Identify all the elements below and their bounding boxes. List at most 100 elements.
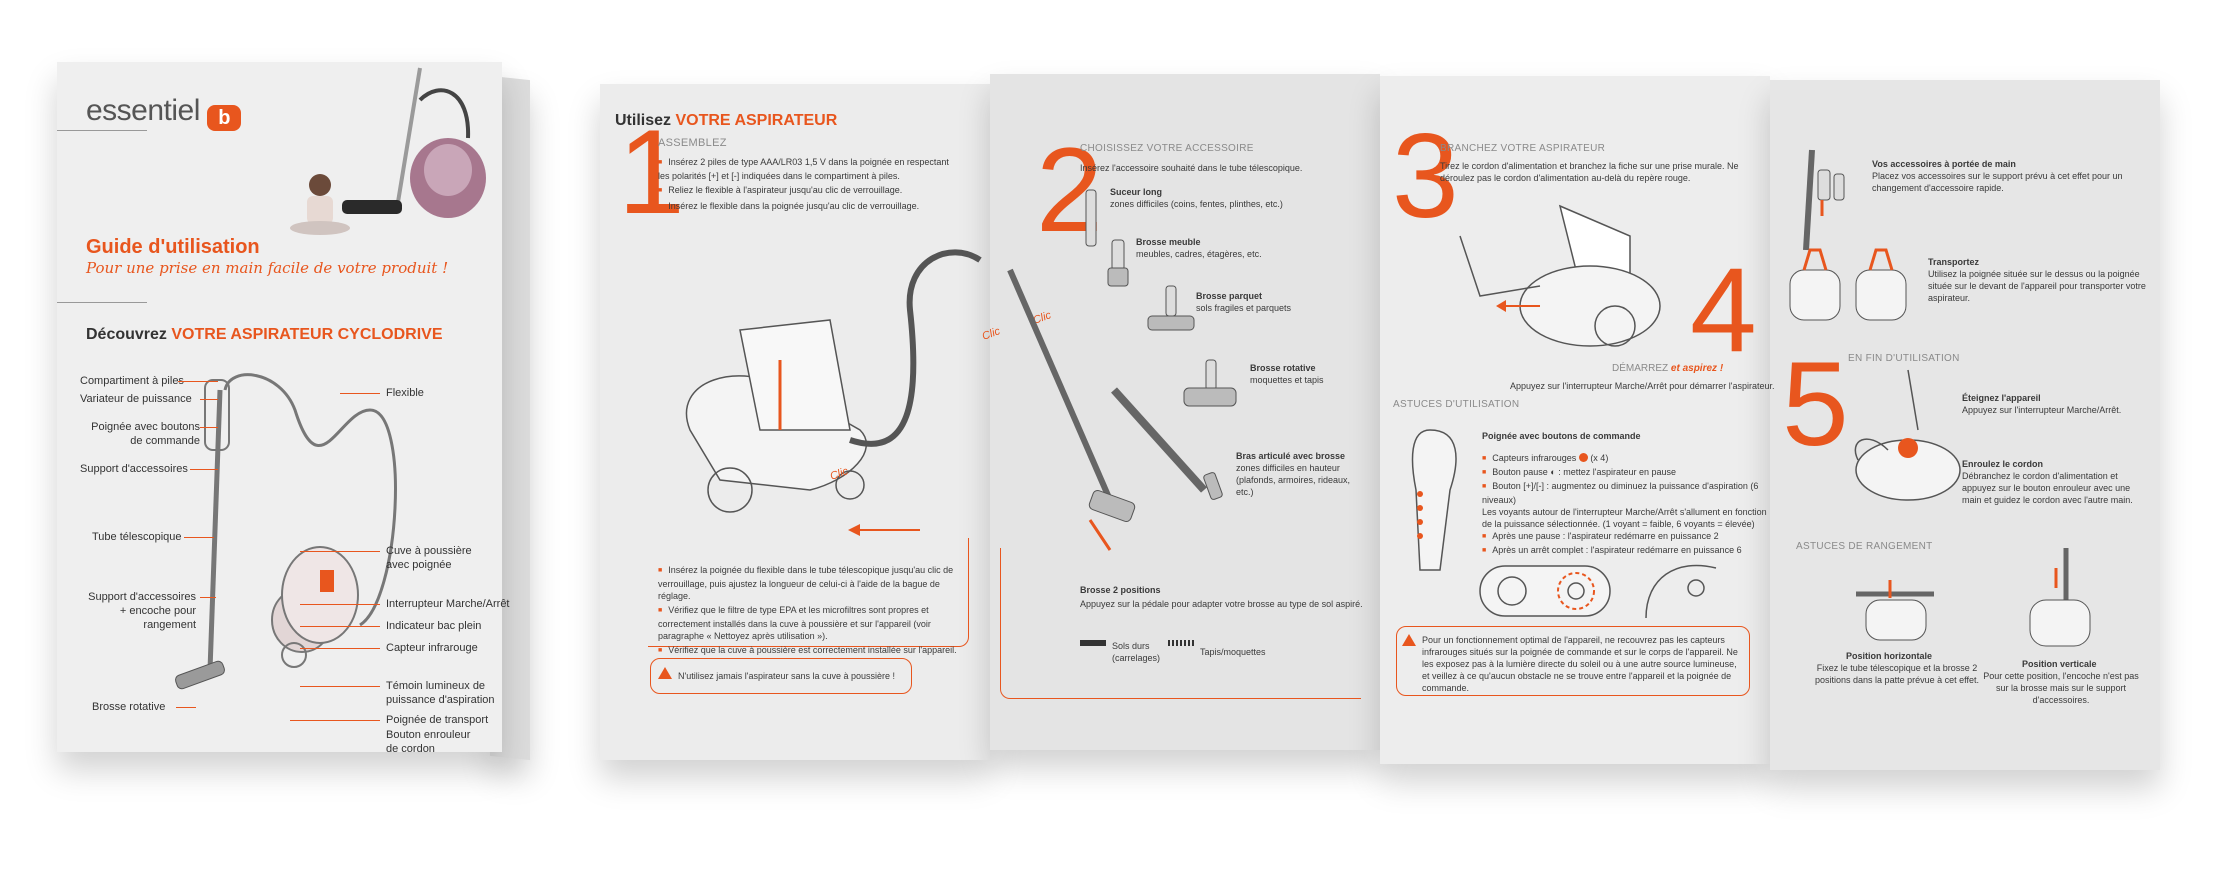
suceur-icon [1085, 189, 1097, 247]
step5-heading: EN FIN D'UTILISATION [1848, 353, 1960, 364]
label-temoin: Témoin lumineux de puissance d'aspiratio… [386, 680, 495, 706]
leader-transport [290, 720, 380, 721]
bouton-pm-item: Bouton [+]/[-] : augmentez ou diminuez l… [1482, 480, 1772, 506]
label-interrupteur: Interrupteur Marche/Arrêt [386, 598, 510, 610]
step3-heading: BRANCHEZ VOTRE ASPIRATEUR [1440, 143, 1606, 154]
meuble-desc: meubles, cadres, étagères, etc. [1136, 249, 1262, 259]
label-tube: Tube télescopique [92, 531, 182, 543]
pause-item: Bouton pause ◐ : mettez l'aspirateur en … [1482, 466, 1772, 480]
astuces-heading: ASTUCES D'UTILISATION [1393, 399, 1520, 410]
assembly-diagram [685, 249, 982, 536]
tapis-icon [1168, 640, 1194, 646]
parquet-title: Brosse parquet [1196, 291, 1263, 301]
warning-icon [658, 667, 672, 679]
step1-heading: ASSEMBLEZ [658, 137, 727, 149]
brosse-meuble-icon [1107, 239, 1129, 287]
page-title: Utilisez VOTRE ASPIRATEUR [615, 112, 838, 129]
leader-compartiment [178, 381, 218, 382]
suceur-desc: zones difficiles (coins, fentes, plinthe… [1110, 199, 1283, 209]
label-capteur: Capteur infrarouge [386, 642, 478, 654]
leader-tube [184, 537, 214, 538]
poignee-title: Poignée avec boutons de commande [1482, 431, 1641, 441]
guide-subtitle: Pour une prise en main facile de votre p… [86, 259, 449, 277]
step1-bullets: Insérez 2 piles de type AAA/LR03 1,5 V d… [658, 156, 958, 214]
step1b-bullet: Vérifiez que la cuve à poussière est cor… [658, 644, 958, 658]
switch-off-diagram [1854, 369, 1961, 501]
rotative-title: Brosse rotative [1250, 363, 1316, 373]
leader-indicateur [300, 626, 380, 627]
brosse2-desc: Appuyez sur la pédale pour adapter votre… [1080, 599, 1363, 609]
rangement-heading: ASTUCES DE RANGEMENT [1796, 541, 1933, 552]
voyants-text: Les voyants autour de l'interrupteur Mar… [1482, 507, 1767, 529]
vert-desc: Pour cette position, l'encoche n'est pas… [1983, 671, 2139, 705]
label-support: Support d'accessoires [80, 463, 188, 475]
transport-diagram [1789, 248, 1907, 321]
page-branchez [1380, 76, 1770, 764]
eteignez-title: Éteignez l'appareil [1962, 393, 2041, 403]
leader-capteur [300, 648, 380, 649]
step3-number: 3 [1392, 109, 1459, 243]
rotative-desc: moquettes et tapis [1250, 375, 1324, 385]
label-poignee-transport: Poignée de transport [386, 714, 489, 726]
step2-intro: Insérez l'accessoire souhaité dans le tu… [1080, 163, 1303, 173]
brosse2-box [1000, 548, 1361, 699]
transport-title: Transportez [1928, 257, 1980, 267]
label-cuve: Cuve à poussière avec poignée [386, 545, 472, 571]
brand-logo-icon: b [207, 105, 242, 131]
brosse-parquet-icon [1147, 285, 1195, 331]
suceur-title: Suceur long [1110, 187, 1163, 197]
note-warning-icon [1402, 634, 1416, 646]
horiz-title: Position horizontale [1846, 651, 1933, 661]
remote-handle-diagram [1411, 429, 1457, 571]
brosse2-title: Brosse 2 positions [1080, 585, 1161, 595]
discover-heading: Découvrez VOTRE ASPIRATEUR CYCLODRIVE [86, 326, 443, 343]
leader-cuve [300, 551, 380, 552]
page-accessoires [990, 74, 1380, 750]
apres-arret-item: Après un arrêt complet : l'aspirateur re… [1482, 544, 1772, 558]
label-indicateur: Indicateur bac plein [386, 620, 482, 632]
guide-title: Guide d'utilisation [86, 236, 260, 258]
step3-text: Tirez le cordon d'alimentation et branch… [1440, 161, 1739, 183]
storage-vertical-diagram [2029, 548, 2091, 647]
telescopic-tube-diagram [1007, 268, 1136, 551]
leader-variateur [200, 399, 218, 400]
leader-poignee [200, 427, 218, 428]
eteignez-desc: Appuyez sur l'interrupteur Marche/Arrêt. [1962, 405, 2122, 415]
cover-divider-mid [57, 302, 147, 303]
warning-text: N'utilisez jamais l'aspirateur sans la c… [678, 671, 896, 681]
leader-interrupteur [300, 604, 380, 605]
step4-number: 4 [1690, 243, 1757, 377]
enroulez-desc: Débranchez le cordon d'alimentation et a… [1962, 471, 2133, 505]
leader-temoin [300, 686, 380, 687]
leader-support [190, 469, 218, 470]
step4-text: Appuyez sur l'interrupteur Marche/Arrêt … [1510, 381, 1775, 391]
parquet-desc: sols fragiles et parquets [1196, 303, 1292, 313]
step1-bullets-b: Insérez la poignée du flexible dans le t… [658, 564, 958, 658]
note-text: Pour un fonctionnement optimal de l'appa… [1422, 635, 1738, 693]
step1-bullet: Reliez le flexible à l'aspirateur jusqu'… [658, 184, 958, 198]
sols-durs-label: Sols durs (carrelages) [1112, 641, 1161, 663]
vert-title: Position verticale [2022, 659, 2097, 669]
bras-articule-icon [1111, 387, 1223, 500]
horiz-desc: Fixez le tube télescopique et la brosse … [1815, 663, 1979, 685]
brosse-rotative-icon [1183, 359, 1237, 407]
step5-number: 5 [1782, 337, 1849, 471]
bras-title: Bras articulé avec brosse [1236, 451, 1346, 461]
step2-heading: CHOISISSEZ VOTRE ACCESSOIRE [1080, 143, 1254, 154]
enroulez-title: Enroulez le cordon [1962, 459, 2044, 469]
label-flexible: Flexible [386, 387, 424, 399]
bras-desc: zones difficiles en hauteur (plafonds, a… [1236, 463, 1351, 497]
leader-flexible [340, 393, 380, 394]
capteurs-item: Capteurs infrarouges (x 4) [1482, 452, 1772, 466]
meuble-title: Brosse meuble [1136, 237, 1201, 247]
leader-encoche [200, 597, 216, 598]
label-variateur: Variateur de puissance [80, 393, 192, 405]
apres-pause-item: Après une pause : l'aspirateur redémarre… [1482, 530, 1772, 544]
step4-heading: DÉMARREZ et aspirez ! [1612, 363, 1724, 374]
brand-logo: essentiel b [86, 94, 242, 131]
step1-bullet: Insérez 2 piles de type AAA/LR03 1,5 V d… [658, 156, 958, 182]
astuces-list: Capteurs infrarouges (x 4) Bouton pause … [1482, 452, 1772, 558]
cover-divider-top [57, 130, 147, 131]
tapis-label: Tapis/moquettes [1200, 647, 1266, 657]
accessories-holder-diagram [1803, 149, 1845, 251]
